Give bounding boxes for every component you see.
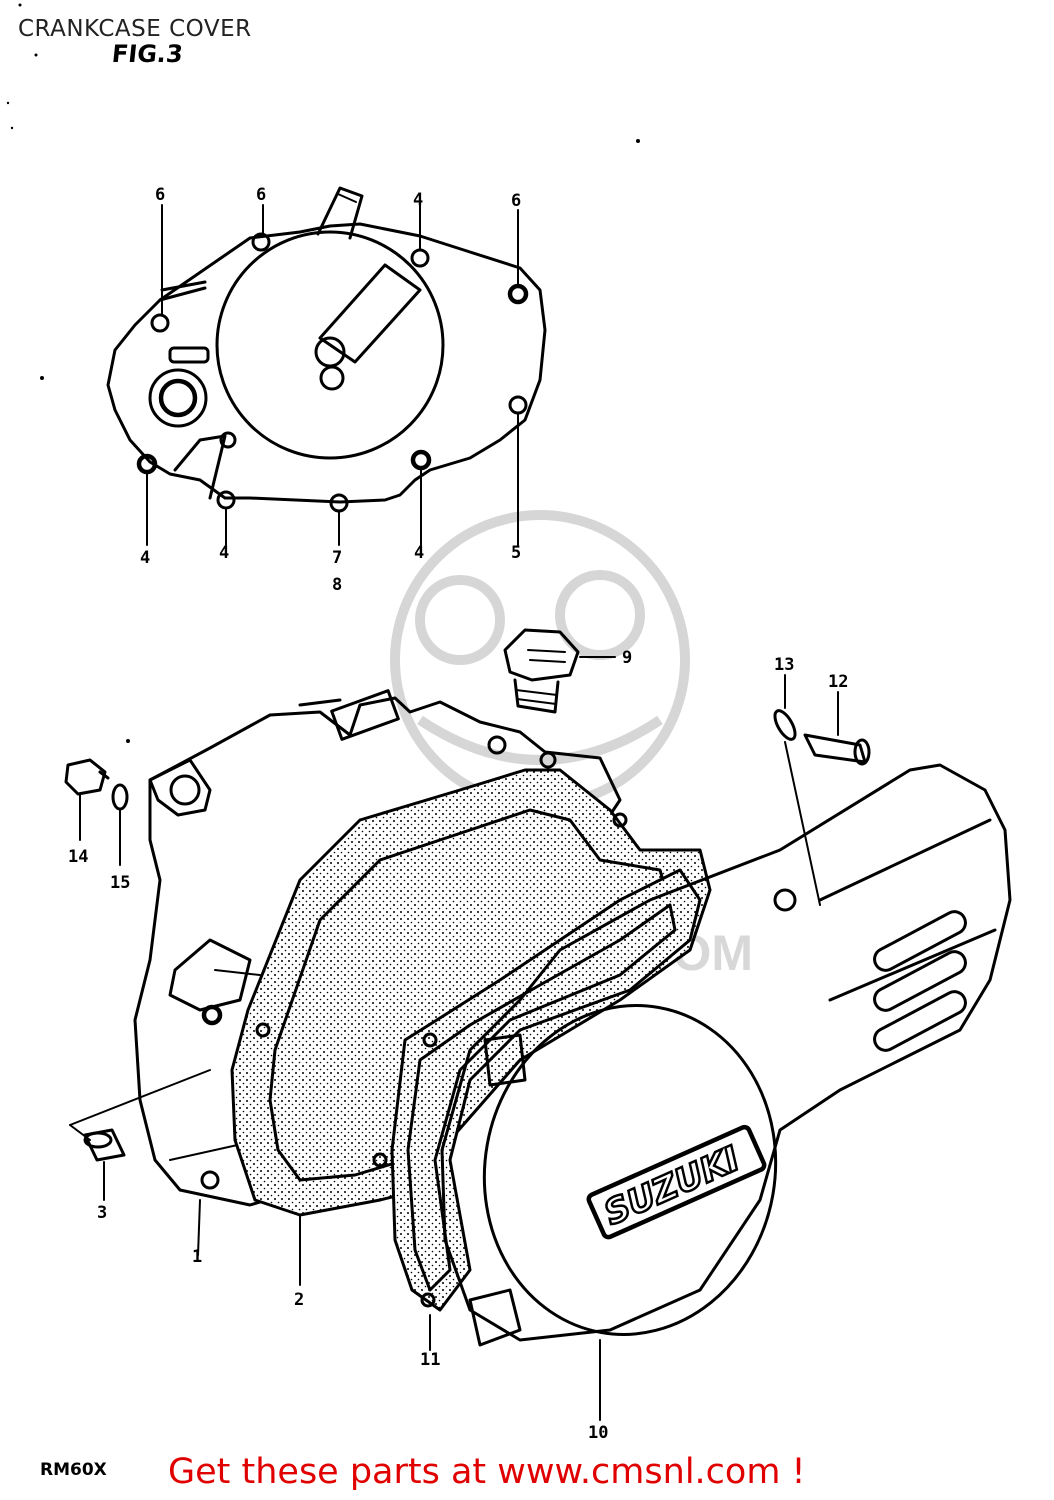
callout-11: 11 — [420, 1350, 440, 1370]
magneto-gasket — [390, 868, 702, 1312]
bolt-14-washer-15 — [64, 758, 129, 866]
page-title: CRANKCASE COVER — [18, 16, 252, 42]
callout-4: 4 — [414, 543, 424, 563]
model-code: RM60X — [40, 1460, 107, 1480]
cmsnl-promo-link[interactable]: Get these parts at www.cmsnl.com ! — [168, 1452, 806, 1492]
callout-6: 6 — [155, 185, 165, 205]
callout-4: 4 — [140, 548, 150, 568]
bottom-leader-lines — [197, 1199, 601, 1421]
callout-1: 1 — [192, 1247, 202, 1267]
callout-3: 3 — [97, 1203, 107, 1223]
bottom-callouts: 9 13 12 14 15 3 1 2 11 10 — [68, 648, 848, 1443]
callout-9: 9 — [622, 648, 632, 668]
callout-4: 4 — [219, 543, 229, 563]
clutch-cover-side-view — [106, 186, 547, 513]
callout-12: 12 — [828, 672, 848, 692]
top-callouts: 6 6 4 6 4 4 7 8 4 5 — [140, 185, 521, 595]
callout-4: 4 — [413, 190, 423, 210]
crankcase-gasket — [230, 768, 712, 1217]
bolt-12-washer-13 — [773, 674, 871, 906]
callout-15: 15 — [110, 873, 130, 893]
callout-8: 8 — [332, 575, 342, 595]
callout-6: 6 — [511, 191, 521, 211]
callout-10: 10 — [588, 1423, 608, 1443]
callout-13: 13 — [774, 655, 794, 675]
oil-filler-plug — [503, 628, 616, 714]
callout-7: 7 — [332, 548, 342, 568]
callout-14: 14 — [68, 847, 88, 867]
callout-5: 5 — [511, 543, 521, 563]
top-leader-lines — [146, 204, 519, 546]
callout-6: 6 — [256, 185, 266, 205]
callout-2: 2 — [294, 1290, 304, 1310]
dowel-pin — [69, 1069, 211, 1201]
scan-specks — [6, 3, 640, 743]
